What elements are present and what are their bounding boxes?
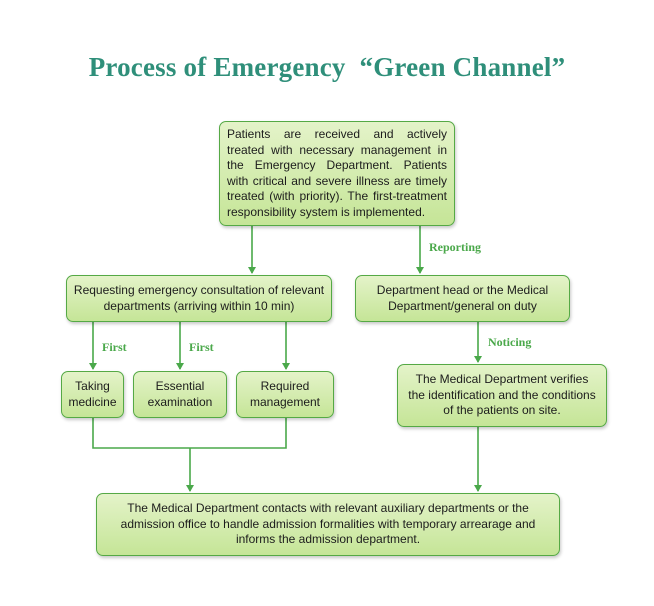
- label-noticing: Noticing: [488, 335, 532, 349]
- node-contacts-auxiliary-text: The Medical Department contacts with rel…: [120, 501, 536, 547]
- node-verifies-identification-text: The Medical Department verifies the iden…: [408, 372, 596, 418]
- node-receive-patients: Patients are received and actively treat…: [219, 121, 455, 226]
- node-request-consultation: Requesting emergency consultation of rel…: [66, 275, 332, 322]
- diagram-title: Process of Emergency “Green Channel”: [88, 52, 566, 82]
- node-essential-examination: Essential examination: [133, 371, 227, 418]
- node-contacts-auxiliary: The Medical Department contacts with rel…: [96, 493, 560, 556]
- node-department-head: Department head or the Medical Departmen…: [355, 275, 570, 322]
- node-request-consultation-text: Requesting emergency consultation of rel…: [73, 283, 325, 313]
- merge-bracket: [92, 418, 287, 449]
- label-reporting: Reporting: [429, 240, 481, 254]
- label-first-2: First: [189, 340, 214, 354]
- node-taking-medicine: Taking medicine: [61, 371, 124, 418]
- node-verifies-identification: The Medical Department verifies the iden…: [397, 364, 607, 427]
- node-essential-examination-text: Essential examination: [147, 379, 213, 409]
- node-receive-patients-text: Patients are received and actively treat…: [227, 127, 447, 219]
- node-required-management-text: Required management: [249, 379, 321, 409]
- node-required-management: Required management: [236, 371, 334, 418]
- node-taking-medicine-text: Taking medicine: [68, 379, 117, 409]
- node-department-head-text: Department head or the Medical Departmen…: [376, 283, 549, 313]
- label-first-1: First: [102, 340, 127, 354]
